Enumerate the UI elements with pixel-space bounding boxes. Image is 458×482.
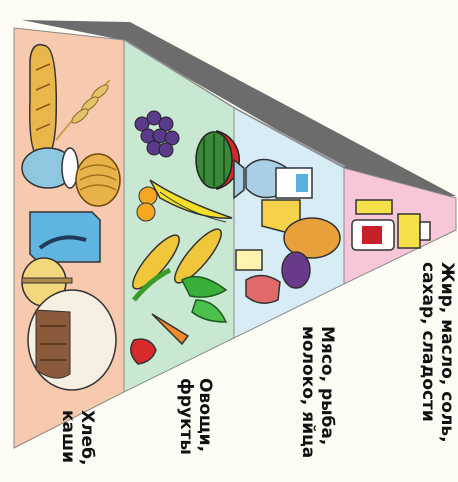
tier-label-vegetables: Овощи, фрукты	[176, 378, 214, 455]
tier-label-fats: Жир, масло, соль, сахар, сладости	[418, 262, 456, 443]
meat-icon	[246, 275, 280, 303]
tier-label-grains: Хлеб, каши	[58, 410, 96, 465]
oil-bottle-icon	[352, 200, 394, 250]
porridge-bowl-icon	[22, 148, 78, 188]
milk-carton-icon	[276, 168, 312, 198]
bread-loaf-icon	[30, 45, 57, 160]
cereal-box-icon	[30, 212, 100, 262]
round-bread-icon	[28, 290, 116, 390]
tier-label-protein: Мясо, рыба, молоко, яйца	[298, 326, 336, 458]
pasta-icon	[76, 154, 120, 206]
eggplant-icon	[282, 252, 310, 288]
butter-icon	[236, 250, 262, 270]
